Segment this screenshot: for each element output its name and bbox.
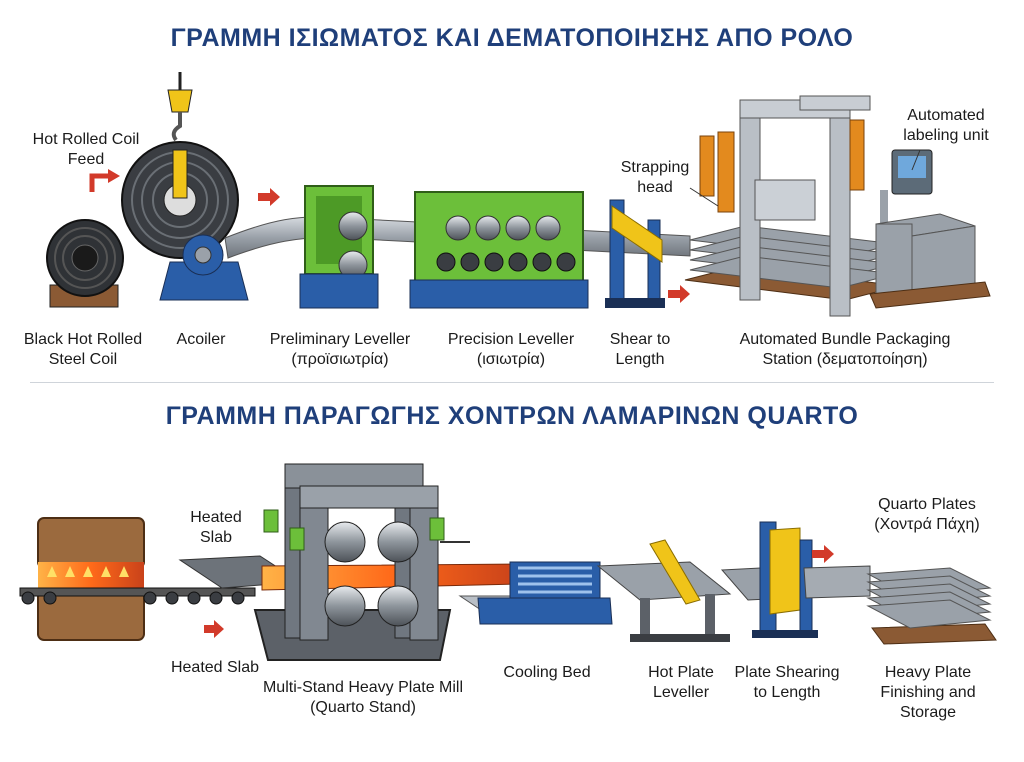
bundle-label-line2: Station (δεματοποίηση)	[762, 351, 928, 368]
prelim-label-line2: (προϊσιωτρία)	[291, 351, 389, 368]
flow-arrow-icon	[258, 188, 280, 206]
labeling-leader	[911, 149, 921, 171]
top-line-title: ΓΡΑΜΜΗ ΙΣΙΩΜΑΤΟΣ ΚΑΙ ΔΕΜΑΤΟΠΟΙΗΣΗΣ ΑΠΟ Ρ…	[170, 24, 854, 52]
hot-leveller-label-line2: Leveller	[652, 684, 710, 701]
black-coil-illustration	[46, 219, 124, 308]
shearing-label-line1: Plate Shearing	[734, 664, 840, 681]
quarto-plates-line1: Quarto Plates	[878, 496, 976, 513]
station-label-heated-slab: Heated Slab	[170, 659, 260, 676]
strapping-leader	[689, 187, 719, 207]
coil-label-line1: Black Hot Rolled	[23, 331, 143, 348]
feed-callout: Hot Rolled Coil Feed	[33, 130, 140, 170]
shear-label-line1: Shear to	[609, 331, 671, 348]
preliminary-leveller-illustration	[299, 185, 379, 309]
heated-slab-callout: Heated Slab	[190, 508, 242, 548]
heated-slab-callout-line1: Heated	[190, 509, 242, 526]
mill-label-line1: Multi-Stand Heavy Plate Mill	[262, 679, 464, 696]
roller-table	[19, 587, 256, 605]
mill-label-line2: (Quarto Stand)	[310, 699, 416, 716]
precision-label-line1: Precision Leveller	[447, 331, 575, 348]
acoiler-illustration	[121, 72, 249, 301]
bottom-line-title: ΓΡΑΜΜΗ ΠΑΡΑΓΩΓΗΣ ΧΟΝΤΡΩΝ ΛΑΜΑΡΙΝΩΝ QUART…	[165, 402, 859, 430]
labeling-callout: Automated labeling unit	[903, 106, 988, 146]
reheating-furnace-illustration	[37, 517, 145, 641]
station-label-finishing: Heavy Plate Finishing and Storage	[880, 663, 975, 723]
finishing-label-line2: Finishing and	[880, 684, 976, 701]
hot-leveller-label-line1: Hot Plate	[648, 664, 714, 681]
station-label-cooling-bed: Cooling Bed	[503, 664, 591, 681]
finishing-label-line1: Heavy Plate	[884, 664, 972, 681]
shearing-label-line2: to Length	[753, 684, 821, 701]
feed-callout-line1: Hot Rolled Coil	[32, 131, 140, 148]
prelim-label-line1: Preliminary Leveller	[269, 331, 411, 348]
finished-plates-illustration	[866, 567, 997, 645]
hot-plate-leveller-illustration	[596, 539, 732, 642]
feed-arrow-icon	[89, 173, 108, 192]
quarto-mill-illustration	[253, 463, 470, 661]
cooling-bed-illustration	[458, 561, 613, 625]
strapping-callout: Strapping head	[621, 158, 690, 198]
bundle-packaging-illustration	[684, 95, 991, 317]
strapping-callout-line2: head	[637, 179, 673, 196]
flow-arrow-icon	[204, 620, 224, 638]
precision-label-line2: (ισιωτρία)	[476, 351, 546, 368]
station-label-hot-leveller: Hot Plate Leveller	[648, 663, 714, 703]
section-divider	[30, 382, 994, 383]
quarto-plates-callout: Quarto Plates (Χοντρά Πάχη)	[874, 495, 979, 535]
labeling-callout-line1: Automated	[907, 107, 985, 124]
station-label-shear: Shear to Length	[610, 330, 670, 370]
labeling-callout-line2: labeling unit	[903, 127, 989, 144]
shear-illustration	[605, 199, 665, 308]
plate-shearing-illustration	[720, 521, 871, 638]
quarto-plates-line2: (Χοντρά Πάχη)	[874, 516, 980, 533]
flow-arrow-icon	[668, 285, 690, 303]
feed-callout-line2: Feed	[67, 151, 105, 168]
station-label-bundle-packaging: Automated Bundle Packaging Station (δεμα…	[740, 330, 951, 370]
station-label-quarto-mill: Multi-Stand Heavy Plate Mill (Quarto Sta…	[263, 678, 463, 718]
heated-slab-callout-line2: Slab	[199, 529, 233, 546]
coil-label-line2: Steel Coil	[48, 351, 118, 368]
finishing-label-line3: Storage	[899, 704, 957, 721]
shear-label-line2: Length	[615, 351, 665, 368]
station-label-preliminary-leveller: Preliminary Leveller (προϊσιωτρία)	[270, 330, 411, 370]
station-label-acoiler: Acoiler	[176, 331, 226, 348]
flow-arrow-icon	[812, 545, 834, 563]
station-label-precision-leveller: Precision Leveller (ισιωτρία)	[448, 330, 574, 370]
bundle-label-line1: Automated Bundle Packaging	[739, 331, 951, 348]
station-label-coil: Black Hot Rolled Steel Coil	[24, 330, 142, 370]
station-label-plate-shearing: Plate Shearing to Length	[735, 663, 840, 703]
strapping-callout-line1: Strapping	[620, 159, 690, 176]
precision-leveller-illustration	[409, 191, 589, 309]
